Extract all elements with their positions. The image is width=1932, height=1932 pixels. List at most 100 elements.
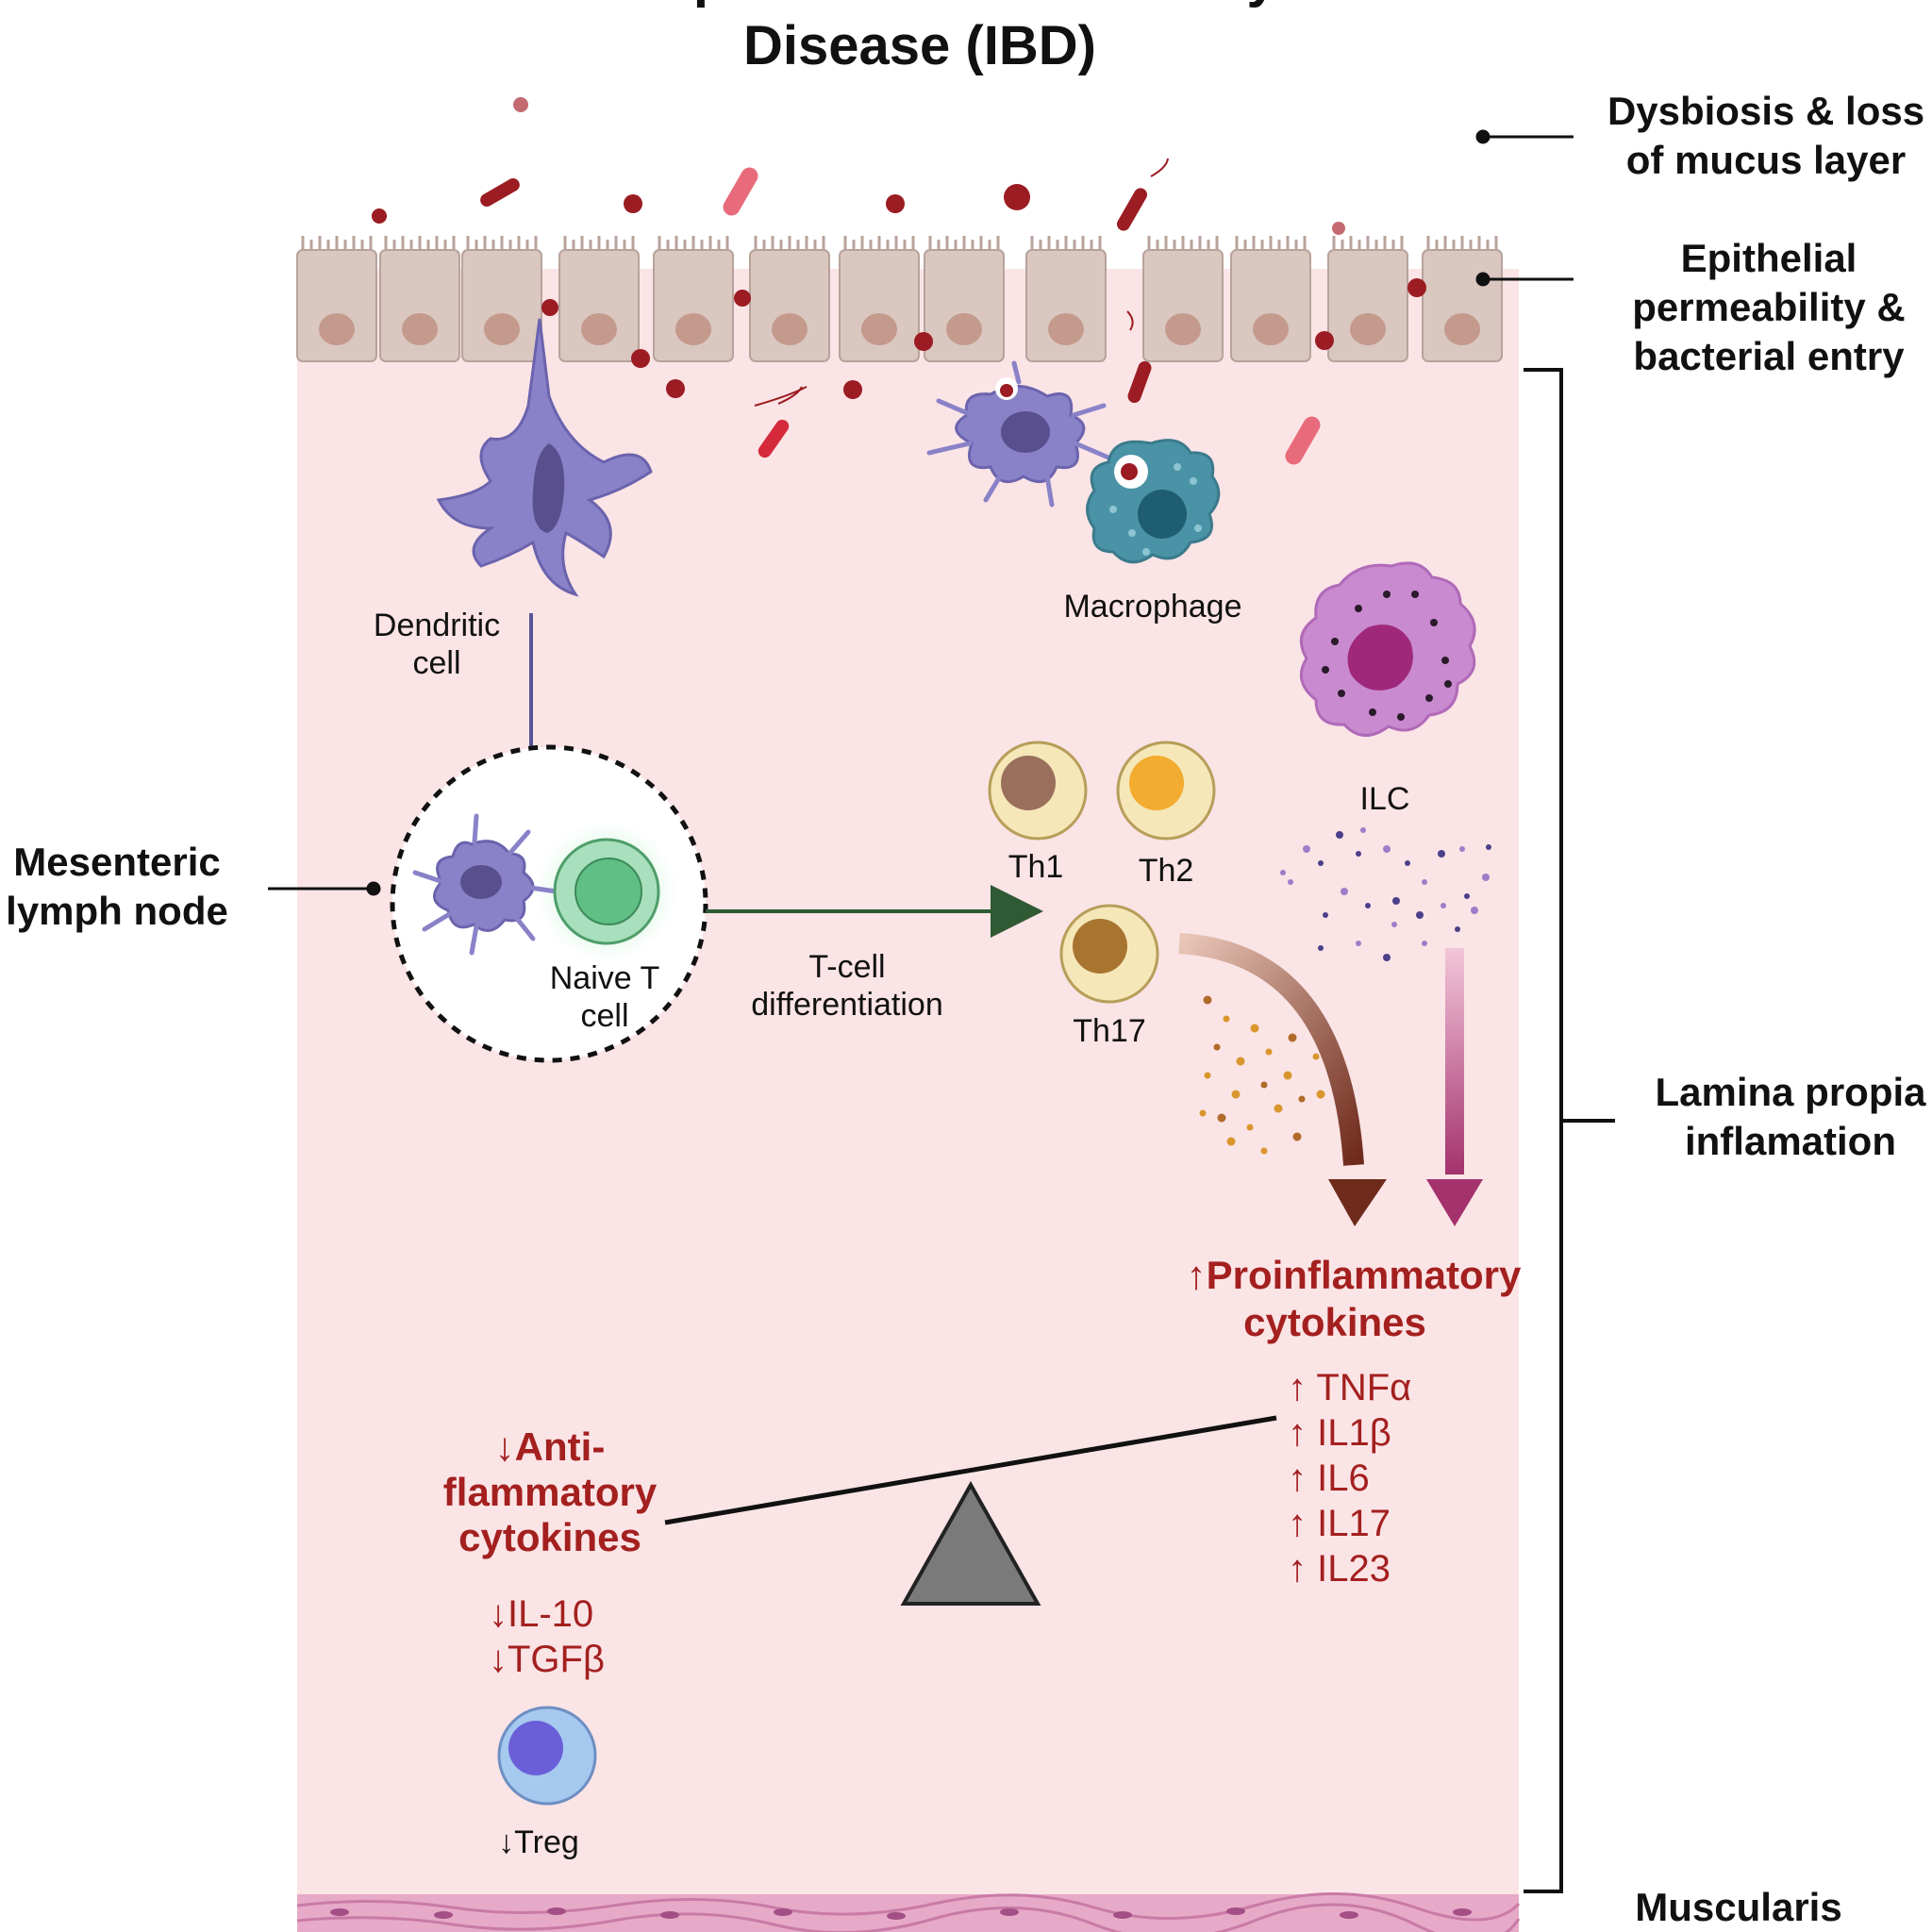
th17-cytokine-dot <box>1298 1095 1306 1103</box>
bacterium-particle <box>843 380 862 399</box>
ilc-cytokine-dot <box>1280 870 1286 875</box>
macrophage-label: Macrophage <box>1063 589 1241 625</box>
bacteria-group <box>372 97 1426 465</box>
ilc-cytokine-dot <box>1341 888 1348 895</box>
svg-text:↓TGFβ: ↓TGFβ <box>489 1639 605 1680</box>
svg-text:↑Proinflammatory: ↑Proinflammatory <box>1187 1253 1522 1297</box>
th17-cytokine-dot <box>1316 1090 1325 1099</box>
proinflammatory-list: ↑ TNFα ↑ IL1β ↑ IL6 ↑ IL17 ↑ IL23 <box>1288 1367 1411 1590</box>
ilc-cytokine-dot <box>1441 903 1446 908</box>
ilc-cytokine-dot <box>1422 879 1427 885</box>
epithelial-cell <box>1422 236 1503 362</box>
side-label-muscularis: Muscularis <box>1635 1885 1841 1929</box>
treg-cell <box>497 1706 597 1806</box>
th2-cell <box>1116 741 1216 841</box>
differentiation-label: T-cell differentiation <box>751 949 943 1023</box>
bacterium-particle <box>624 194 642 213</box>
th17-cytokine-dot <box>1223 1015 1230 1023</box>
ilc-cytokine-dot <box>1318 945 1324 951</box>
bacterium-particle <box>1315 331 1334 350</box>
th17-cytokine-dot <box>1283 1071 1292 1080</box>
epithelial-cell <box>924 236 1005 362</box>
th17-cytokine-dot <box>1203 995 1212 1005</box>
lymph-node-dendritic-cell <box>412 813 559 956</box>
bacterium-particle <box>1004 184 1030 210</box>
dendritic-cell-label: Dendritic cell <box>374 608 500 681</box>
svg-text:↓Anti-: ↓Anti- <box>495 1424 606 1469</box>
epithelial-cell <box>379 236 460 362</box>
epithelial-cell <box>749 236 830 362</box>
macrophage <box>1086 439 1221 564</box>
ilc-cytokine-dot <box>1471 907 1478 914</box>
ilc-cytokine-dot <box>1318 860 1324 866</box>
dendritic-cell <box>436 318 653 597</box>
th17-cytokine-dot <box>1288 1033 1297 1042</box>
ilc-cell <box>1299 561 1476 737</box>
ilc-cytokine-dot <box>1336 831 1343 839</box>
epithelial-cell <box>839 236 920 362</box>
epithelial-cell <box>461 236 542 362</box>
th17-cytokine-dot <box>1199 1109 1207 1117</box>
ilc-cytokine-dot <box>1422 941 1427 946</box>
ilc-cytokine-dots <box>1280 827 1491 961</box>
th17-cytokine-dot <box>1204 1072 1211 1079</box>
epithelial-cell <box>558 236 640 362</box>
th2-label: Th2 <box>1139 853 1194 889</box>
bacterium-particle <box>666 379 685 398</box>
epithelial-cell <box>1230 236 1311 362</box>
title-line1: Immune response in Inflammatory Bowel <box>386 0 1453 8</box>
epithelial-cell <box>653 236 734 362</box>
antiinflammatory-list: ↓IL-10 ↓TGFβ <box>489 1593 605 1680</box>
svg-text:↑ IL6: ↑ IL6 <box>1288 1457 1370 1499</box>
svg-text:Lamina propia: Lamina propia <box>1655 1070 1926 1114</box>
svg-text:Naive T: Naive T <box>550 960 660 996</box>
svg-text:Dysbiosis & loss: Dysbiosis & loss <box>1607 89 1924 133</box>
bacterium-particle <box>1407 278 1426 297</box>
th17-cytokine-dot <box>1231 1090 1241 1099</box>
th17-cytokine-dot <box>1236 1057 1245 1066</box>
ilc-cytokine-dot <box>1323 912 1328 918</box>
bacterium-particle <box>734 290 751 307</box>
bacterium-rod <box>1117 188 1147 231</box>
th17-cytokine-dot <box>1217 1113 1226 1123</box>
svg-text:cytokines: cytokines <box>1243 1300 1426 1344</box>
svg-text:Dendritic: Dendritic <box>374 608 500 643</box>
th17-cytokine-dot <box>1213 1043 1221 1051</box>
epithelial-cell <box>1025 236 1107 362</box>
epithelial-cell <box>1327 236 1408 362</box>
svg-text:lymph node: lymph node <box>6 889 228 933</box>
th17-cytokine-dot <box>1226 1137 1236 1146</box>
svg-text:↓IL-10: ↓IL-10 <box>489 1593 593 1635</box>
ilc-label: ILC <box>1360 781 1410 817</box>
svg-text:permeability &: permeability & <box>1632 285 1905 329</box>
svg-text:differentiation: differentiation <box>751 987 943 1023</box>
svg-text:of mucus layer: of mucus layer <box>1626 138 1906 182</box>
treg-label: ↓Treg <box>498 1824 579 1860</box>
lamina-bracket <box>1524 368 1615 1893</box>
svg-text:↑ IL1β: ↑ IL1β <box>1288 1412 1391 1454</box>
bacterium-particle <box>1332 222 1345 235</box>
ilc-cytokine-dot <box>1356 851 1361 857</box>
side-label-lymph-node: Mesenteric lymph node <box>6 840 228 933</box>
th17-cytokine-dot <box>1274 1104 1283 1113</box>
ilc-cytokine-dot <box>1455 926 1460 932</box>
ilc-cytokine-dot <box>1288 879 1293 885</box>
bacterium-rod <box>723 167 758 216</box>
th17-label: Th17 <box>1073 1013 1146 1049</box>
epithelial-cell <box>1142 236 1224 362</box>
svg-text:bacterial entry: bacterial entry <box>1633 334 1905 378</box>
muscularis-layer <box>296 1892 1521 1932</box>
ilc-cytokine-dot <box>1459 846 1465 852</box>
ilc-cytokine-arrow <box>1426 948 1483 1226</box>
th17-cytokine-dot <box>1250 1024 1259 1033</box>
svg-text:T-cell: T-cell <box>808 949 885 985</box>
bacterium-rod <box>758 419 790 458</box>
svg-text:flammatory: flammatory <box>443 1470 658 1514</box>
th17-cytokine-dot <box>1260 1147 1268 1155</box>
bacterium-particle <box>372 208 387 224</box>
ilc-cytokine-dot <box>1360 827 1366 833</box>
side-label-epithelial: Epithelial permeability & bacterial entr… <box>1632 236 1905 378</box>
ilc-cytokine-dot <box>1438 850 1445 858</box>
th17-cytokine-dot <box>1265 1048 1273 1056</box>
